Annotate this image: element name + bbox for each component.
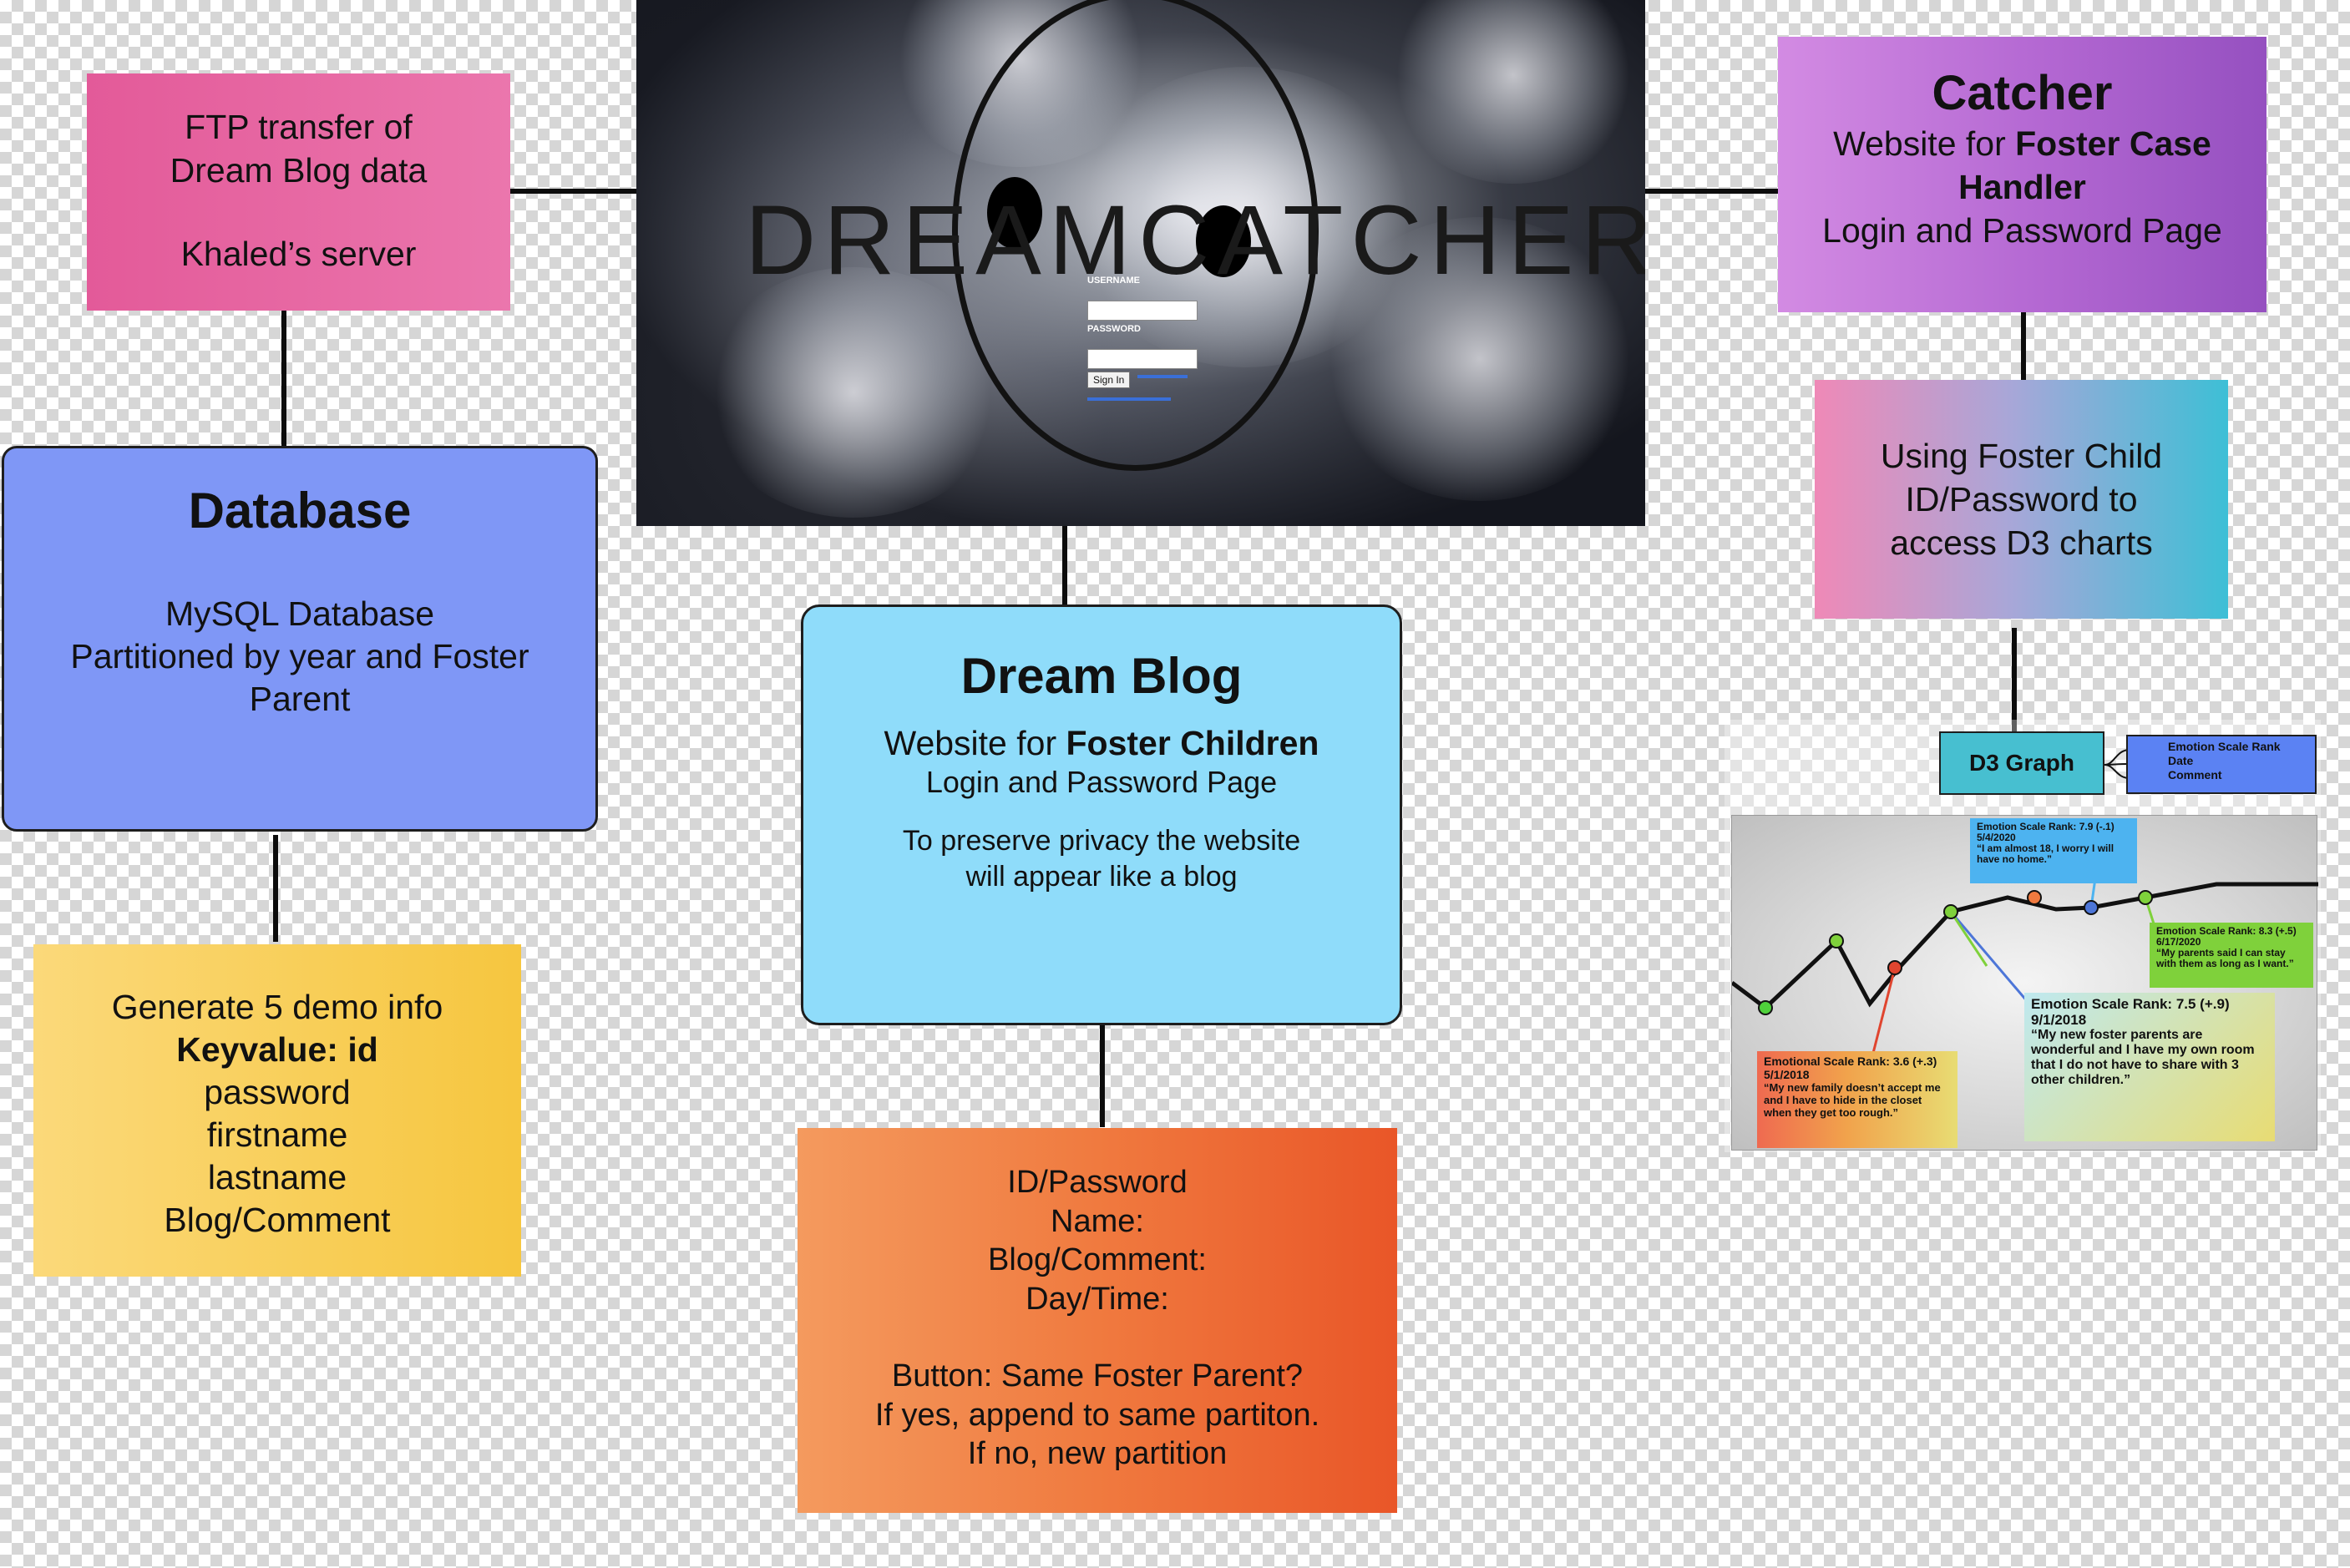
ring-dot-left — [987, 177, 1042, 249]
ftp-line-2: Dream Blog data — [170, 151, 428, 190]
dreamcatcher-brand: DREAMCATCHER — [745, 185, 1645, 296]
legend-line-1: Emotion Scale Rank — [2168, 740, 2281, 753]
annotation-box-3: Emotion Scale Rank: 7.5 (+.9) 9/1/2018 “… — [2024, 993, 2275, 1141]
generate-keyvalue: Keyvalue: id — [176, 1030, 378, 1069]
annotation-4-text: “My new family doesn’t accept me and I h… — [1764, 1081, 1941, 1119]
generate-line-1: Generate 5 demo info — [111, 988, 443, 1026]
dream-blog-website-line: Website for Foster Children — [884, 724, 1319, 762]
generate-field-blog-comment: Blog/Comment — [164, 1201, 391, 1239]
generate-field-firstname: firstname — [206, 1115, 348, 1154]
id-button-line-3: If no, new partition — [967, 1436, 1228, 1471]
legend-line-2: Date — [2168, 754, 2194, 767]
catcher-title: Catcher — [1932, 66, 2113, 120]
legend-line-3: Comment — [2168, 768, 2222, 781]
using-line-1: Using Foster Child — [1880, 437, 2163, 475]
ring-dot-right — [1196, 205, 1251, 277]
d3-chart-screenshot: Emotion Scale Rank: 7.9 (-.1) 5/4/2020 “… — [1731, 815, 2318, 1151]
username-label: USERNAME — [1087, 276, 1140, 286]
id-button-line-1: Button: Same Foster Parent? — [891, 1358, 1304, 1393]
username-input[interactable] — [1087, 301, 1198, 321]
generate-field-lastname: lastname — [207, 1158, 347, 1196]
database-line-3: Parent — [249, 680, 351, 718]
annotation-2-text: “My parents said I can stay with them as… — [2156, 947, 2294, 969]
annotation-4-rank: Emotional Scale Rank: 3.6 (+.3) — [1764, 1055, 1937, 1068]
dreamcatcher-login-screenshot: DREAMCATCHER USERNAME PASSWORD Sign In — [636, 0, 1645, 526]
using-line-3: access D3 charts — [1890, 524, 2153, 562]
connector-catcher-using — [2021, 312, 2026, 381]
database-line-1: MySQL Database — [165, 594, 435, 633]
id-line-4: Day/Time: — [1026, 1281, 1169, 1317]
sign-in-button[interactable]: Sign In — [1087, 372, 1131, 388]
id-button-line-2: If yes, append to same partiton. — [874, 1397, 1320, 1433]
annotation-1-rank: Emotion Scale Rank: 7.9 (-.1) — [1977, 821, 2114, 832]
using-line-2: ID/Password to — [1905, 480, 2138, 518]
dream-blog-privacy-line-2: will appear like a blog — [965, 861, 1238, 893]
catcher-website-line-2: Handler — [1958, 168, 2086, 206]
annotation-3-rank: Emotion Scale Rank: 7.5 (+.9) — [2031, 996, 2230, 1012]
database-box: Database MySQL Database Partitioned by y… — [2, 446, 598, 832]
dream-blog-login-line: Login and Password Page — [925, 765, 1278, 799]
annotation-1-text: “I am almost 18, I worry I will have no … — [1977, 842, 2114, 865]
d3-legend-box: Emotion Scale Rank Date Comment — [2126, 735, 2317, 794]
connector-ftp-hero — [510, 189, 637, 194]
annotation-4-date: 5/1/2018 — [1764, 1068, 1810, 1081]
connector-using-d3 — [2012, 628, 2017, 731]
annotation-2-rank: Emotion Scale Rank: 8.3 (+.5) — [2156, 925, 2297, 937]
catcher-website-line: Website for Foster Case — [1833, 124, 2211, 163]
password-input[interactable] — [1087, 349, 1198, 369]
catcher-login-line: Login and Password Page — [1822, 211, 2222, 250]
id-line-1: ID/Password — [1007, 1165, 1188, 1200]
annotation-3-text: “My new foster parents are wonderful and… — [2031, 1028, 2255, 1087]
generate-field-password: password — [204, 1073, 351, 1111]
generate-demo-box: Generate 5 demo info Keyvalue: id passwo… — [33, 944, 521, 1277]
connector-blog-idbox — [1100, 1025, 1105, 1127]
connector-hero-blog — [1062, 526, 1067, 606]
emotion-line-chart — [1732, 848, 2318, 1067]
using-foster-child-box: Using Foster Child ID/Password to access… — [1815, 380, 2228, 619]
annotation-3-date: 9/1/2018 — [2031, 1012, 2087, 1028]
signup-link[interactable] — [1137, 375, 1188, 378]
connector-hero-catcher — [1645, 189, 1779, 194]
annotation-1-date: 5/4/2020 — [1977, 832, 2016, 843]
catcher-box: Catcher Website for Foster Case Handler … — [1778, 37, 2266, 312]
id-line-2: Name: — [1051, 1203, 1144, 1239]
ftp-transfer-box: FTP transfer of Dream Blog data Khaled’s… — [87, 73, 510, 311]
database-title: Database — [188, 483, 412, 539]
database-line-2: Partitioned by year and Foster — [70, 637, 529, 675]
ftp-line-1: FTP transfer of — [185, 108, 413, 146]
annotation-2-date: 6/17/2020 — [2156, 936, 2201, 948]
forgot-password-link[interactable] — [1087, 397, 1171, 401]
dream-blog-privacy-line-1: To preserve privacy the website — [902, 825, 1301, 857]
ftp-server-label: Khaled’s server — [180, 235, 417, 273]
dream-blog-title: Dream Blog — [960, 648, 1243, 704]
connector-database-generate — [273, 835, 278, 942]
annotation-box-2: Emotion Scale Rank: 8.3 (+.5) 6/17/2020 … — [2150, 923, 2313, 988]
id-password-box: ID/Password Name: Blog/Comment: Day/Time… — [798, 1128, 1397, 1513]
dream-blog-box: Dream Blog Website for Foster Children L… — [801, 604, 1402, 1025]
password-label: PASSWORD — [1087, 324, 1141, 334]
id-line-3: Blog/Comment: — [988, 1242, 1207, 1277]
dreamcatcher-ring — [952, 0, 1319, 471]
d3-graph-label: D3 Graph — [1939, 731, 2104, 795]
annotation-box-4: Emotional Scale Rank: 3.6 (+.3) 5/1/2018… — [1757, 1051, 1957, 1148]
connector-ftp-database — [281, 311, 286, 446]
annotation-box-1: Emotion Scale Rank: 7.9 (-.1) 5/4/2020 “… — [1970, 818, 2137, 883]
